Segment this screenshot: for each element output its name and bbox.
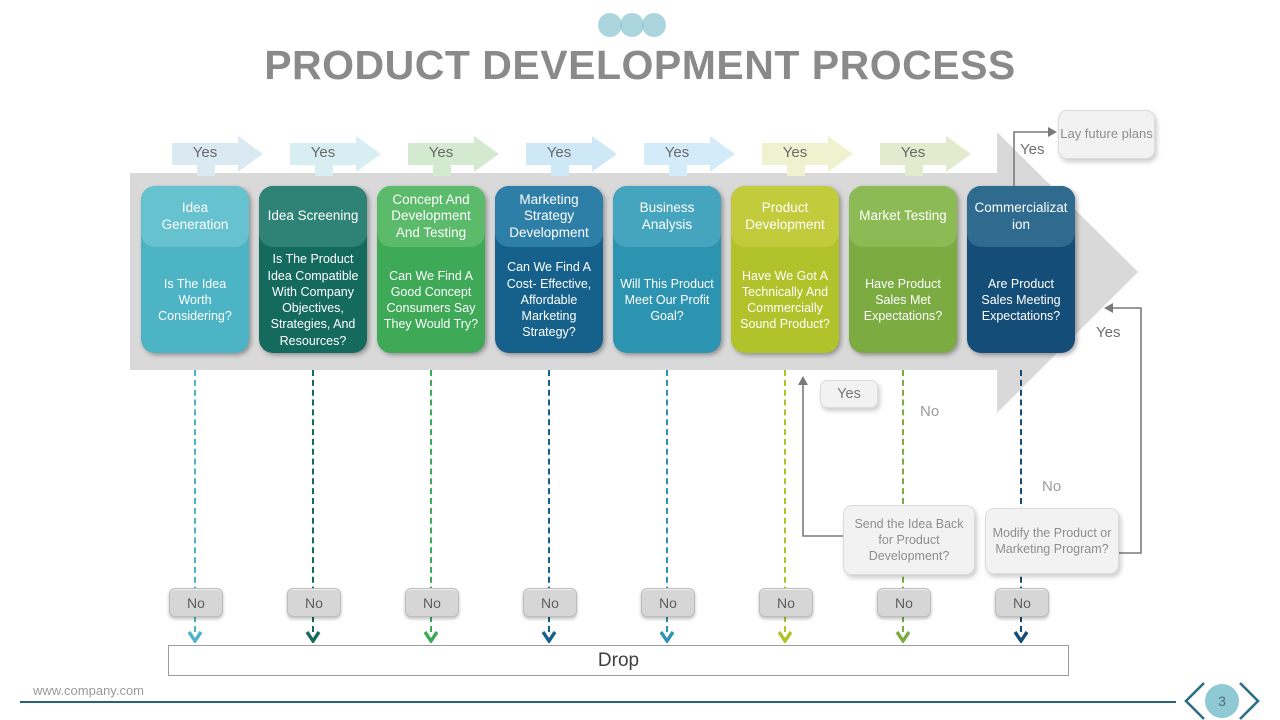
- arrow-left-icon: [1104, 303, 1113, 313]
- stage-title: Idea Generation: [141, 186, 249, 247]
- no-badge: No: [877, 588, 931, 617]
- stage-question: Are Product Sales Meeting Expectations?: [981, 276, 1061, 324]
- arrow-down-icon: [305, 630, 321, 645]
- arrow-up-icon: [798, 376, 808, 385]
- stage-question: Can We Find A Good Concept Consumers Say…: [383, 268, 479, 332]
- page-title: PRODUCT DEVELOPMENT PROCESS: [264, 42, 1016, 88]
- flow-dashed-line: [548, 370, 550, 632]
- dot-icon: [642, 13, 666, 37]
- stage-question: Will This Product Meet Our Profit Goal?: [620, 276, 714, 324]
- arrow-down-icon: [1013, 630, 1029, 645]
- stage-title: Product Development: [731, 186, 839, 247]
- stage-question: Is The Idea Worth Considering?: [158, 276, 232, 324]
- yes-arrow-label: Yes: [546, 144, 572, 161]
- page-number: 3: [1218, 693, 1226, 709]
- arrow-right-icon: [1048, 127, 1057, 137]
- drop-bar: Drop: [168, 645, 1069, 676]
- stage-title: Marketing Strategy Development: [495, 186, 603, 247]
- no-badge: No: [287, 588, 341, 617]
- send-back-box: Send the Idea Back for Product Developme…: [843, 505, 975, 575]
- pager: 3: [1184, 682, 1260, 720]
- yes-arrow-label: Yes: [900, 144, 926, 161]
- connector-sendback-to-process: [802, 385, 843, 537]
- flow-dashed-line: [1020, 370, 1022, 632]
- stage-title: Commercialization: [967, 186, 1075, 247]
- stage-title: Concept And Development And Testing: [377, 186, 485, 247]
- dot-icon: [598, 13, 622, 37]
- arrow-down-icon: [541, 630, 557, 645]
- prev-chevron-icon[interactable]: [1184, 682, 1205, 720]
- footer-url: www.company.com: [33, 683, 145, 698]
- no-badge: No: [405, 588, 459, 617]
- stage-question: Have Product Sales Met Expectations?: [863, 276, 943, 324]
- yes-label-top: Yes: [1020, 141, 1045, 158]
- arrow-down-icon: [659, 630, 675, 645]
- yes-badge: Yes: [820, 380, 878, 408]
- dot-icon: [620, 13, 644, 37]
- arrow-down-icon: [895, 630, 911, 645]
- no-label-commercialization: No: [1042, 478, 1062, 495]
- yes-arrow-label: Yes: [428, 144, 454, 161]
- yes-arrow-label: Yes: [192, 144, 218, 161]
- connector-commercialization-to-plans: [1013, 131, 1048, 187]
- flow-dashed-line: [430, 370, 432, 632]
- stage-title: Market Testing: [849, 186, 957, 247]
- no-badge: No: [523, 588, 577, 617]
- yes-label-right: Yes: [1096, 324, 1121, 341]
- next-chevron-icon[interactable]: [1239, 682, 1260, 720]
- stage-question: Have We Got A Technically And Commercial…: [740, 268, 830, 332]
- footer-divider: [20, 701, 1176, 703]
- stage-box: Idea Generation Is The Idea Worth Conside…: [141, 186, 249, 353]
- flow-dashed-line: [194, 370, 196, 632]
- page-number-circle: [1205, 684, 1239, 718]
- stage-question: Is The Product Idea Compatible With Comp…: [267, 252, 359, 348]
- lay-future-plans-box: Lay future plans: [1058, 110, 1155, 159]
- yes-arrow-label: Yes: [310, 144, 336, 161]
- connector-modify-to-process: [1113, 307, 1142, 554]
- flow-dashed-line: [312, 370, 314, 632]
- yes-arrow-label: Yes: [782, 144, 808, 161]
- no-badge: No: [169, 588, 223, 617]
- flow-dashed-line: [784, 370, 786, 632]
- no-badge: No: [641, 588, 695, 617]
- stage-title: Business Analysis: [613, 186, 721, 247]
- arrow-down-icon: [777, 630, 793, 645]
- no-badge: No: [759, 588, 813, 617]
- flow-dashed-line: [666, 370, 668, 632]
- stage-question: Can We Find A Cost- Effective, Affordabl…: [506, 260, 592, 340]
- arrow-down-icon: [423, 630, 439, 645]
- modify-product-box: Modify the Product or Marketing Program?: [985, 508, 1119, 574]
- yes-arrow-label: Yes: [664, 144, 690, 161]
- flow-dashed-line: [902, 370, 904, 632]
- arrow-down-icon: [187, 630, 203, 645]
- no-badge: No: [995, 588, 1049, 617]
- stage-title: Idea Screening: [259, 186, 367, 247]
- no-label-market-testing: No: [920, 403, 940, 420]
